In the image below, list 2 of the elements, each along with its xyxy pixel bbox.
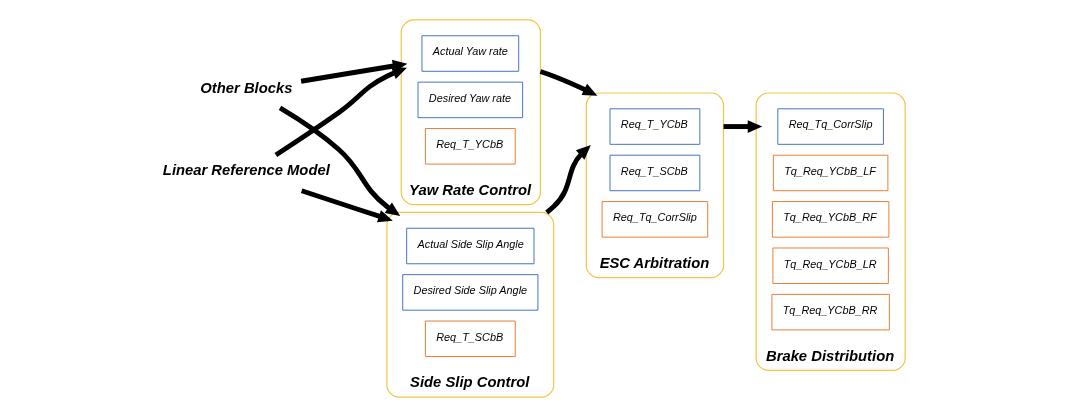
node-text: Linear Reference Model	[162, 162, 330, 179]
node-text: Other Blocks	[199, 79, 292, 96]
